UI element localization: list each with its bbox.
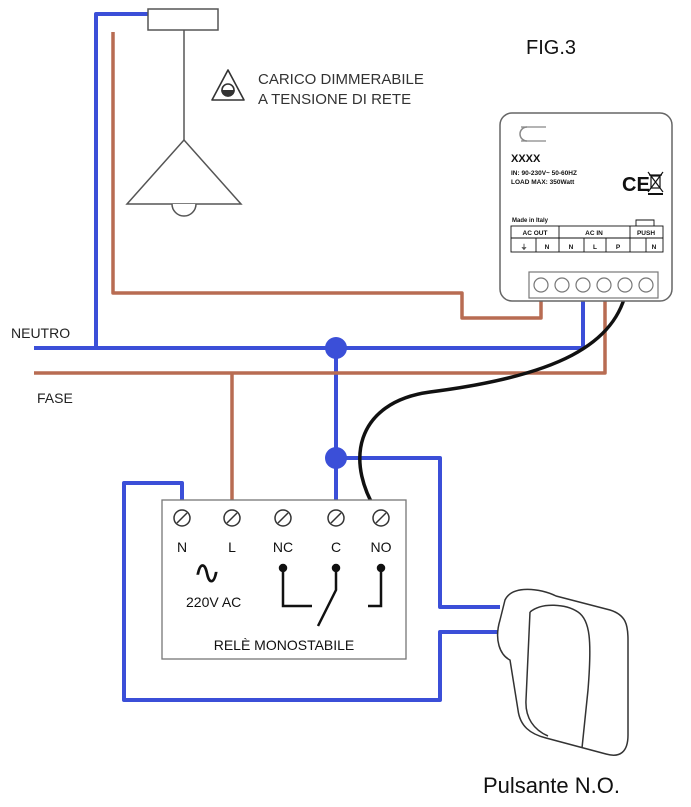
relay-label-c: C bbox=[331, 539, 341, 555]
ceiling-lamp bbox=[125, 8, 243, 217]
relay-screws bbox=[173, 509, 390, 527]
relay-terminal-labels: N L NC C NO bbox=[177, 539, 392, 555]
terminal-label-in-n: N bbox=[569, 244, 574, 251]
relay-screw-no bbox=[372, 509, 390, 527]
lamp-shade bbox=[125, 138, 243, 205]
dimmer-terminal-groups: AC OUT AC IN PUSH bbox=[523, 230, 656, 237]
dimmer-made-in: Made in Italy bbox=[512, 218, 549, 224]
phase-bus-label: FASE bbox=[37, 390, 73, 406]
push-control-wire bbox=[358, 286, 629, 519]
dimmer-body bbox=[499, 112, 673, 302]
relay-n-loop-wire bbox=[122, 481, 500, 702]
relay-contact-schematic bbox=[278, 563, 386, 627]
phase-wires bbox=[34, 32, 607, 518]
relay-screw-l bbox=[223, 509, 241, 527]
dimmer-model: XXXX bbox=[511, 153, 541, 165]
neutral-bus-label: NEUTRO bbox=[11, 325, 70, 341]
relay-module: N L NC C NO ∿ 220V AC RELÈ MONOSTABILE bbox=[161, 499, 407, 660]
dimmer-screws bbox=[533, 277, 654, 293]
lamp-bulb bbox=[171, 203, 197, 217]
relay-screw-n bbox=[173, 509, 191, 527]
terminal-label-in-l: L bbox=[593, 244, 597, 251]
relay-screw-nc bbox=[274, 509, 292, 527]
terminal-label-push-n: N bbox=[652, 244, 657, 251]
dimmer-screw-6 bbox=[638, 277, 654, 293]
load-title-line2: A TENSIONE DI RETE bbox=[258, 91, 411, 108]
load-title-line1: CARICO DIMMERABILE bbox=[258, 71, 424, 88]
push-button-label: Pulsante N.O. bbox=[483, 773, 620, 798]
dimmer-screw-5 bbox=[617, 277, 633, 293]
relay-voltage: 220V AC bbox=[186, 594, 241, 610]
relay-label-l: L bbox=[228, 539, 236, 555]
neutral-button-wire bbox=[336, 456, 500, 609]
push-button-rocker bbox=[529, 604, 591, 749]
dimmer-screw-4 bbox=[596, 277, 612, 293]
relay-label-no: NO bbox=[371, 539, 392, 555]
neutral-lamp-wire bbox=[94, 12, 150, 348]
dimmer-terminal-table bbox=[510, 219, 664, 253]
group-ac-out: AC OUT bbox=[523, 230, 548, 237]
dimmer-rating-line1: IN: 90-230V~ 50-60HZ bbox=[511, 170, 577, 177]
terminal-label-earth: ⏚ bbox=[521, 243, 528, 251]
dimmer-rating-line2: LOAD MAX: 350Watt bbox=[511, 179, 575, 186]
crossed-bin-icon bbox=[647, 171, 664, 195]
dimmer-terminal-block bbox=[528, 271, 659, 299]
dimmer-module: XXXX IN: 90-230V~ 50-60HZ LOAD MAX: 350W… bbox=[499, 112, 673, 302]
dimmer-screw-3 bbox=[575, 277, 591, 293]
phase-bus-line bbox=[34, 288, 607, 375]
dimmer-terminal-letters: ⏚ N N L P N bbox=[521, 243, 657, 251]
dimmer-ce-mark: CE bbox=[622, 174, 650, 196]
lamp-output-wire bbox=[111, 32, 543, 320]
junction-neutral-relay bbox=[325, 447, 347, 469]
relay-title: RELÈ MONOSTABILE bbox=[214, 637, 355, 653]
relay-screw-c bbox=[327, 509, 345, 527]
dimmer-screw-2 bbox=[554, 277, 570, 293]
lamp-ceiling-mount bbox=[147, 8, 219, 31]
junction-neutral-bus bbox=[325, 337, 347, 359]
relay-ac-symbol: ∿ bbox=[193, 554, 222, 592]
relay-label-n: N bbox=[177, 539, 187, 555]
figure-label: FIG.3 bbox=[526, 37, 576, 59]
group-push: PUSH bbox=[637, 230, 655, 237]
triangle-dimmable-icon bbox=[211, 69, 245, 101]
relay-label-nc: NC bbox=[273, 539, 293, 555]
group-ac-in: AC IN bbox=[585, 230, 603, 237]
terminal-label-push-p: P bbox=[616, 244, 621, 251]
dimmer-screw-1 bbox=[533, 277, 549, 293]
terminal-label-out-n: N bbox=[545, 244, 550, 251]
push-button-device bbox=[496, 588, 629, 756]
